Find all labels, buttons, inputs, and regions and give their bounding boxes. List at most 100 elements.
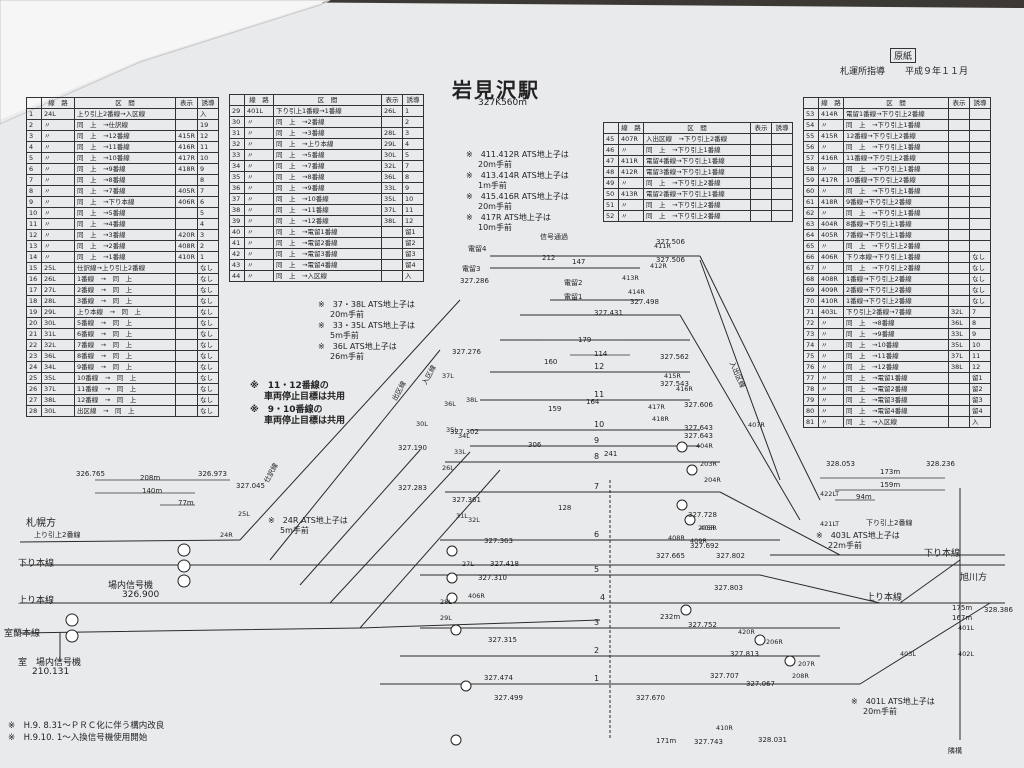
- direction-sapporo: 札幌方: [26, 518, 56, 529]
- kilometer-post-label: 327.310: [478, 574, 507, 582]
- note-line: ※ 9・10番線の: [250, 405, 323, 415]
- signal-id-label: 413R: [622, 274, 639, 282]
- track-diag-7: [679, 314, 801, 521]
- kilometer-post-label: 328.053: [826, 460, 855, 468]
- signal-id-label: 24R: [220, 531, 233, 539]
- distance-label: 94m: [856, 493, 872, 501]
- label-signal-pass: 信号通過: [540, 233, 568, 241]
- route-table-row: 62〃同 上 →下り引上1番線: [803, 207, 991, 219]
- note-line: ※ 36L ATS地上子は: [318, 342, 397, 351]
- kilometer-post-label: 327.190: [398, 444, 427, 452]
- route-table-row: 65〃同 上 →下り引上2番線: [803, 240, 991, 252]
- distance-label: 171m: [656, 737, 677, 745]
- kilometer-post-label: 328.031: [758, 736, 787, 744]
- track-number-label: 12: [594, 362, 604, 371]
- signal-id-label: 411R: [654, 242, 671, 250]
- kilometer-post-label: 327.283: [398, 484, 427, 492]
- kilometer-post-label: 327.498: [630, 298, 659, 306]
- track-number-label: 10: [594, 420, 604, 429]
- signal-id-label: 205R: [698, 524, 715, 532]
- track-diag-8: [719, 491, 841, 556]
- track-diag-1: [239, 299, 461, 541]
- signal-id-label: 26L: [442, 464, 454, 472]
- route-table-row: 80〃同 上 →電留4番線留4: [803, 405, 991, 417]
- kilometer-post-label: 327.692: [690, 542, 719, 550]
- signal-lamp: [177, 559, 191, 573]
- label-muroran: 室蘭本線: [4, 629, 41, 639]
- kilometer-post-label: 327.418: [490, 560, 519, 568]
- note-line: 車両停止目標は共用: [264, 416, 346, 426]
- label-up-pull: 上り引上2番線: [34, 531, 81, 539]
- track-diag-4: [329, 451, 471, 604]
- signal-id-label: 417R: [648, 403, 665, 411]
- kilometer-post-label: 327.803: [714, 584, 743, 592]
- signal-id-label: 29L: [440, 614, 452, 622]
- note-line: 22m手前: [828, 541, 862, 550]
- signal-lamp: [676, 441, 688, 453]
- kilometer-post-label: 327.315: [488, 636, 517, 644]
- route-section: 同 上 →入区線: [273, 270, 382, 282]
- label-yard-signal: 場内信号機: [108, 581, 154, 591]
- label-storage2: 電留2: [564, 279, 583, 287]
- signal-lamp: [460, 680, 472, 692]
- note-line: 10m手前: [478, 223, 512, 232]
- guidance: 入: [969, 416, 991, 428]
- kilometer-post-label: 326.765: [76, 470, 105, 478]
- signal-id-label: 405R: [700, 524, 717, 532]
- note-line: 1m手前: [478, 181, 507, 190]
- kilometer-post-label: 327.743: [694, 738, 723, 746]
- kilometer-post-label: 327.707: [710, 672, 739, 680]
- signal-id-label: 422LT: [820, 490, 840, 498]
- signal-id-label: 412R: [650, 262, 667, 270]
- kilometer-post-label: 327.286: [460, 277, 489, 285]
- note-line: 20m手前: [863, 707, 897, 716]
- distance-label: 212: [542, 254, 556, 262]
- label-yard-signal-km: 326.900: [122, 590, 160, 600]
- signal-id-label: 208R: [792, 672, 809, 680]
- distance-label: 77m: [178, 499, 194, 507]
- distance-label: 164: [586, 398, 600, 406]
- signal-id-label: 34L: [458, 432, 470, 440]
- note-line: 20m手前: [330, 310, 364, 319]
- kilometer-post-label: 327.474: [484, 674, 513, 682]
- label-muroran-signal: 室 場内信号機: [18, 658, 82, 668]
- note-line: 5m手前: [330, 331, 359, 340]
- signal-id-label: 36L: [444, 400, 456, 408]
- kilometer-post-label: 327.363: [484, 537, 513, 545]
- note-line: ※ 403L ATS地上子は: [816, 531, 900, 540]
- label-down-main-right: 下り本線: [924, 549, 961, 559]
- distance-label: 140m: [142, 487, 163, 495]
- label-down-main-left: 下り本線: [18, 559, 55, 569]
- signal-lamp: [177, 574, 191, 588]
- track-number-label: 4: [600, 593, 605, 602]
- signal-id-label: 410R: [716, 724, 733, 732]
- track-diag-11: [899, 559, 961, 604]
- kilometer-post-label: 327.728: [688, 511, 717, 519]
- kilometer-post-label: 327.276: [452, 348, 481, 356]
- track-number-label: 6: [594, 530, 599, 539]
- track-number-label: 5: [594, 565, 599, 574]
- dimension-lines: [95, 339, 945, 506]
- signal-id-label: 415R: [664, 372, 681, 380]
- kilometer-post-label: 327.045: [236, 482, 265, 490]
- track-diag-6: [699, 255, 821, 501]
- distance-label: 179: [578, 336, 592, 344]
- distance-label: 147: [572, 258, 586, 266]
- distance-label: 128: [558, 504, 572, 512]
- kilometer-post-label: 327.643: [684, 424, 713, 432]
